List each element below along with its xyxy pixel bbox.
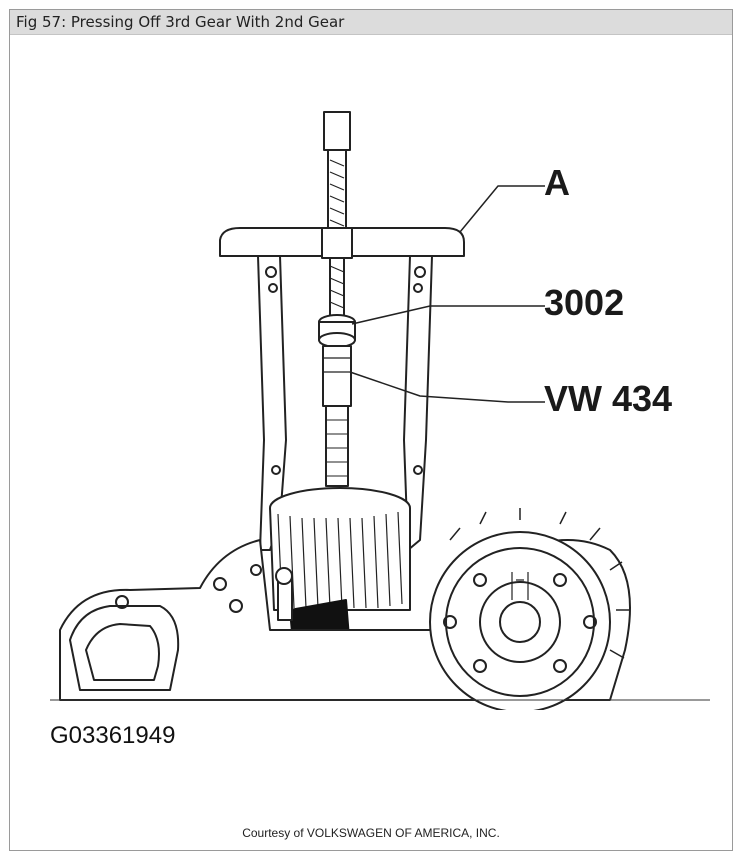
- callout-3002: 3002: [544, 282, 625, 323]
- puller-right-arm: [403, 255, 433, 551]
- spindle-top: [323, 111, 351, 151]
- leader-line-vw434: [349, 371, 545, 403]
- callout-a: A: [544, 162, 570, 203]
- leader-line-3002: [351, 305, 545, 325]
- title-bar: Fig 57: Pressing Off 3rd Gear With 2nd G…: [10, 10, 732, 35]
- puller-illustration: [50, 111, 710, 710]
- leader-line-a: [459, 185, 545, 233]
- figure-code: G03361949: [50, 722, 176, 749]
- tool-vw434-sleeve: [322, 345, 352, 407]
- credit-line: Courtesy of VOLKSWAGEN OF AMERICA, INC.: [242, 826, 500, 840]
- callout-vw434: VW 434: [544, 378, 673, 419]
- figure-window: Fig 57: Pressing Off 3rd Gear With 2nd G…: [9, 9, 733, 851]
- mainshaft: [325, 405, 349, 487]
- window-title: Fig 57: Pressing Off 3rd Gear With 2nd G…: [16, 13, 345, 31]
